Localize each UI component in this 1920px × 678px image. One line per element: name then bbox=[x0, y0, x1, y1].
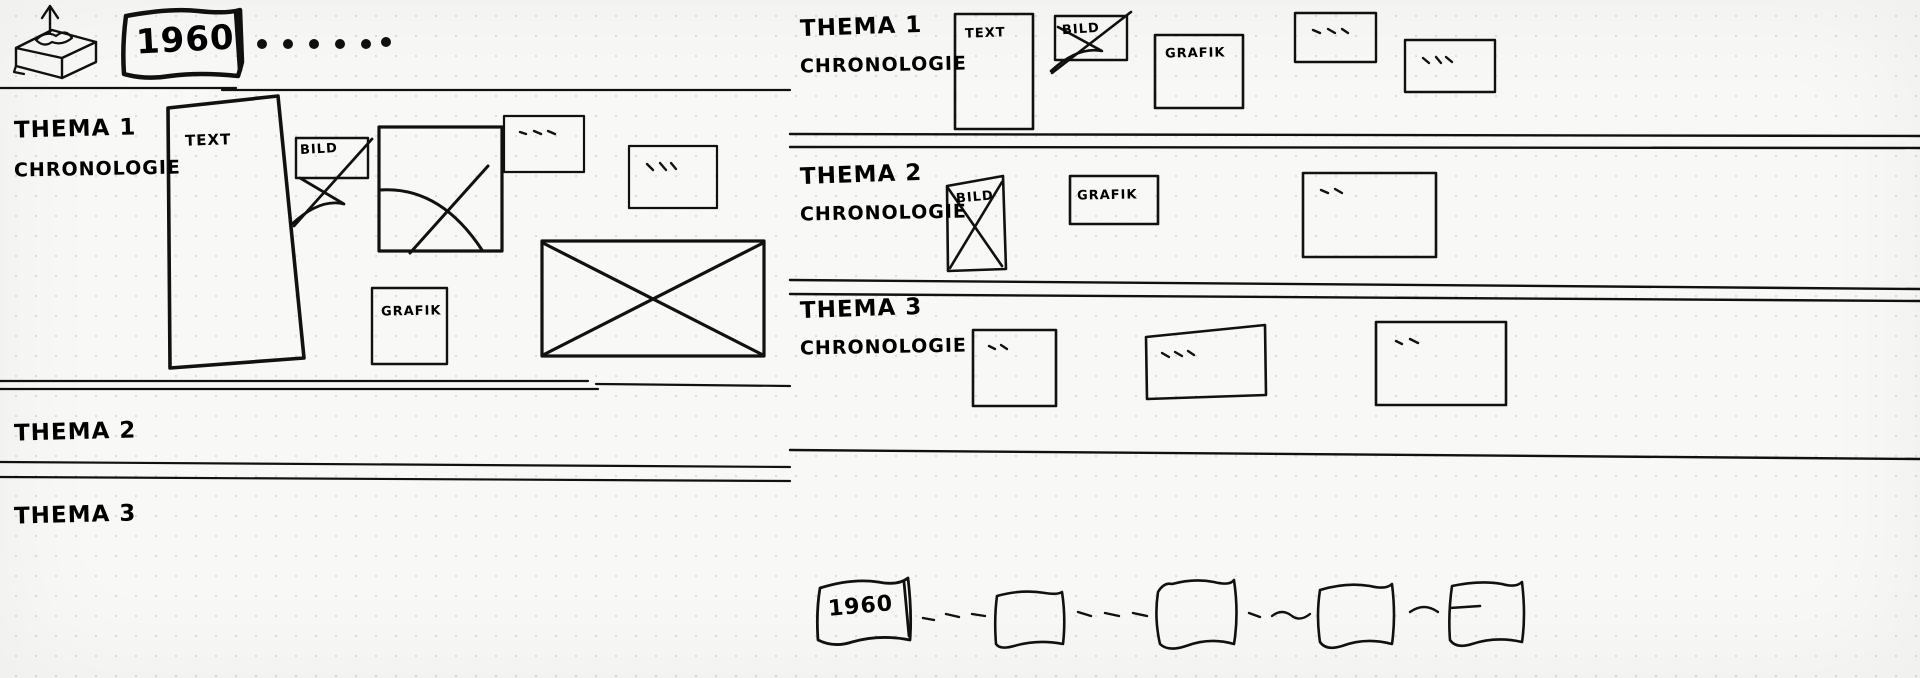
image-box-label: BILD bbox=[1061, 20, 1101, 39]
graphic-box-label: GRAFIK bbox=[1076, 187, 1138, 204]
image-crossed-box[interactable] bbox=[1049, 10, 1133, 75]
section-subtitle-chronologie: CHRONOLOGIE bbox=[799, 200, 968, 226]
scribble-box[interactable] bbox=[502, 114, 586, 174]
right-panel-ink bbox=[788, 10, 1920, 650]
year-chip-1960[interactable] bbox=[121, 7, 245, 80]
section-divider-header bbox=[0, 86, 792, 92]
archive-box-upload-icon[interactable] bbox=[12, 4, 98, 80]
timeline-node[interactable] bbox=[1155, 578, 1238, 650]
text-box-label: TEXT bbox=[964, 25, 1006, 42]
graphic-box[interactable] bbox=[370, 286, 449, 366]
scribble-box[interactable] bbox=[627, 144, 719, 210]
right-panel-overview: THEMA 1 CHRONOLOGIE TEXT BILD GRAFIK THE… bbox=[788, 0, 1920, 678]
chart-box[interactable] bbox=[377, 125, 504, 255]
year-chip-label: 1960 bbox=[135, 17, 236, 63]
timeline-node[interactable] bbox=[1316, 582, 1396, 650]
scribble-box[interactable] bbox=[1374, 320, 1508, 407]
section-subtitle-chronologie: CHRONOLOGIE bbox=[13, 156, 182, 182]
left-panel-detail-view: THEMA 1 CHRONOLOGIE TEXT BILD GRAFIK THE… bbox=[0, 0, 792, 678]
section-subtitle-chronologie: CHRONOLOGIE bbox=[799, 334, 968, 360]
timeline-connector-dashes bbox=[1408, 605, 1440, 614]
section-title-thema2: THEMA 2 bbox=[799, 159, 923, 191]
timeline-connector-dashes bbox=[1247, 610, 1312, 620]
text-box[interactable] bbox=[953, 12, 1035, 131]
timeline-node[interactable] bbox=[993, 590, 1066, 649]
section-title-thema1: THEMA 1 bbox=[13, 114, 137, 144]
timeline-dots bbox=[257, 37, 391, 49]
image-box[interactable] bbox=[290, 136, 374, 228]
timeline-connector-dashes bbox=[921, 612, 987, 622]
section-divider-row2 bbox=[788, 278, 1920, 303]
section-title-thema3: THEMA 3 bbox=[799, 293, 923, 325]
image-box-label: BILD bbox=[299, 141, 339, 158]
timeline-node[interactable] bbox=[1448, 580, 1526, 648]
timeline-year-chip[interactable] bbox=[815, 576, 913, 646]
text-box-label: TEXT bbox=[184, 130, 232, 150]
section-title-thema2: THEMA 2 bbox=[13, 417, 137, 447]
scribble-box[interactable] bbox=[1301, 171, 1438, 259]
image-crossed-box[interactable] bbox=[945, 174, 1008, 273]
graphic-box-label: GRAFIK bbox=[380, 303, 442, 320]
graphic-box[interactable] bbox=[1153, 33, 1245, 110]
section-divider-thema2 bbox=[0, 379, 792, 391]
scribble-box[interactable] bbox=[1293, 11, 1378, 64]
section-title-thema1: THEMA 1 bbox=[799, 11, 923, 43]
scribble-box[interactable] bbox=[1403, 38, 1497, 94]
section-divider-row3 bbox=[788, 448, 1920, 461]
section-divider-thema3 bbox=[0, 460, 792, 483]
section-title-thema3: THEMA 3 bbox=[13, 500, 137, 530]
scribble-box[interactable] bbox=[1144, 323, 1268, 401]
timeline-connector-dashes bbox=[1076, 610, 1149, 618]
image-crossed-box[interactable] bbox=[540, 239, 766, 358]
graphic-box-label: GRAFIK bbox=[1164, 45, 1226, 62]
left-panel-ink bbox=[0, 4, 792, 483]
section-subtitle-chronologie: CHRONOLOGIE bbox=[799, 52, 968, 78]
section-divider-row1 bbox=[788, 132, 1920, 150]
text-box[interactable] bbox=[166, 94, 306, 370]
scribble-box[interactable] bbox=[971, 328, 1058, 408]
graphic-box[interactable] bbox=[1068, 174, 1160, 226]
